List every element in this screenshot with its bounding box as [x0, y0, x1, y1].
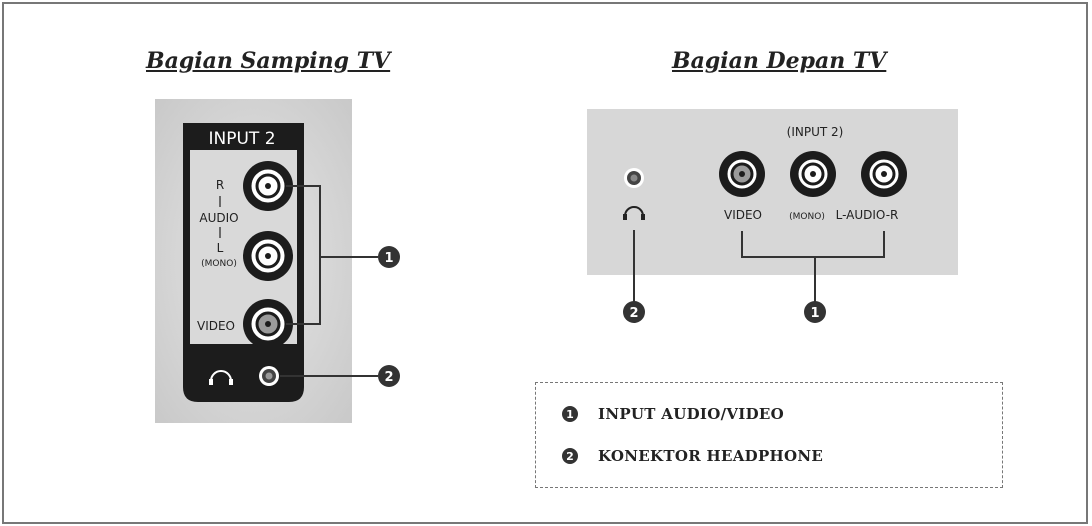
front-rca-jack-video — [719, 151, 765, 197]
svg-text:1: 1 — [810, 306, 819, 321]
legend-number-1: 1 — [562, 406, 578, 422]
front-mono-label: (MONO) — [789, 212, 825, 222]
side-heading: Bagian Samping TV — [146, 48, 391, 74]
side-input-label: INPUT 2 — [208, 129, 275, 149]
side-mono-label: (MONO) — [201, 259, 237, 269]
front-callout-2: 2 — [623, 301, 645, 323]
front-callout-1: 1 — [804, 301, 826, 323]
side-l-label: L — [217, 241, 224, 255]
front-video-label: VIDEO — [724, 208, 762, 222]
side-callout-1: 1 — [378, 246, 400, 268]
side-rca-jack-l — [243, 231, 293, 281]
front-input-label: (INPUT 2) — [787, 125, 844, 139]
side-r-label: R — [216, 178, 224, 192]
side-audio-video-bracket — [286, 185, 378, 325]
front-headphone-jack — [624, 168, 644, 188]
front-headphone-icon — [623, 206, 645, 220]
legend-text-input: INPUT AUDIO/VIDEO — [598, 405, 785, 423]
side-rca-jack-video — [243, 299, 293, 349]
side-video-label: VIDEO — [197, 319, 235, 333]
legend-item-input: 1 INPUT AUDIO/VIDEO — [562, 402, 784, 426]
front-audio-label: L-AUDIO-R — [836, 208, 899, 222]
front-heading: Bagian Depan TV — [672, 48, 887, 74]
side-callout-2: 2 — [378, 365, 400, 387]
svg-text:2: 2 — [629, 306, 638, 321]
side-headphone-jack — [259, 366, 279, 386]
side-rca-jack-r — [243, 161, 293, 211]
side-audio-label: AUDIO — [199, 211, 238, 225]
front-rca-jack-r — [861, 151, 907, 197]
legend-item-headphone: 2 KONEKTOR HEADPHONE — [562, 444, 823, 468]
front-panel — [587, 109, 958, 275]
side-headphone-icon — [209, 370, 233, 385]
svg-text:2: 2 — [384, 370, 393, 385]
front-av-bracket — [741, 231, 885, 302]
legend-box: 1 INPUT AUDIO/VIDEO 2 KONEKTOR HEADPHONE — [535, 382, 1003, 488]
legend-text-headphone: KONEKTOR HEADPHONE — [598, 447, 824, 465]
legend-number-2: 2 — [562, 448, 578, 464]
svg-text:1: 1 — [384, 251, 393, 266]
front-rca-jack-l — [790, 151, 836, 197]
